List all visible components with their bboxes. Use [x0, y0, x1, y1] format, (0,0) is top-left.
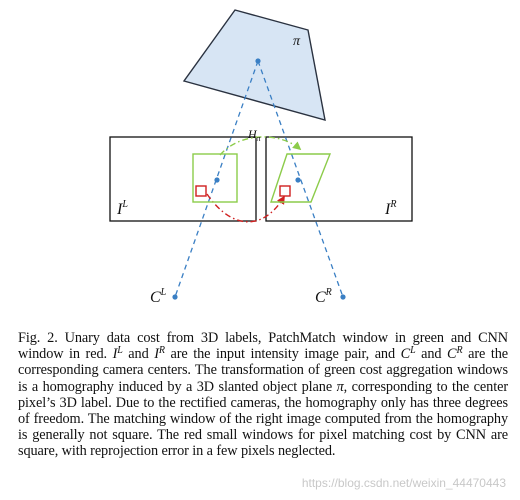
homography-label: Hπ — [247, 127, 262, 143]
caption-and-1: and — [122, 346, 155, 363]
right-image-label: IR — [384, 199, 396, 218]
caption-cr: C — [447, 346, 457, 363]
left-cnn-window — [195, 185, 207, 197]
left-aggregation-window — [192, 153, 238, 203]
caption-cl: C — [400, 346, 411, 363]
plane-center-point — [255, 58, 261, 64]
plane-label: π — [293, 34, 301, 49]
caption-ir: I — [154, 346, 159, 363]
caption-and-2: and — [415, 346, 448, 363]
left-camera-center — [172, 294, 178, 300]
right-center-pixel — [295, 177, 301, 183]
left-image-frame — [109, 136, 257, 222]
homography-arrow — [219, 136, 302, 156]
stereo-homography-figure: π Hπ IL IR CL CR — [109, 9, 413, 306]
left-image-label: IL — [116, 199, 128, 218]
caption-il: I — [112, 346, 118, 363]
caption-tail: , corresponding to the center pixel’s 3D… — [18, 378, 508, 460]
figure-caption: Fig. 2. Unary data cost from 3D labels, … — [18, 330, 508, 460]
caption-pi: π — [336, 378, 344, 395]
caption-il-sup: L — [117, 345, 123, 357]
reprojection-arrow — [206, 193, 285, 223]
right-camera-center — [340, 294, 346, 300]
caption-ir-sup: R — [158, 345, 165, 357]
caption-mid-1: are the input intensity image pair, and — [164, 346, 401, 363]
right-image-frame — [265, 136, 413, 222]
object-plane — [182, 9, 326, 121]
left-camera-label: CL — [150, 287, 167, 306]
right-camera-ray — [257, 60, 344, 298]
caption-cl-sup: L — [410, 345, 416, 357]
right-cnn-window — [279, 185, 291, 197]
watermark: https://blog.csdn.net/weixin_44470443 — [301, 476, 506, 490]
right-camera-label: CR — [315, 287, 332, 306]
caption-lead: Fig. 2. Unary data cost from 3D labels, … — [18, 330, 508, 363]
caption-mid-2: are the corresponding camera centers. Th… — [18, 346, 508, 395]
left-center-pixel — [214, 177, 220, 183]
caption-cr-sup: R — [456, 345, 463, 357]
left-camera-ray — [174, 60, 259, 298]
right-aggregation-window — [270, 153, 332, 203]
